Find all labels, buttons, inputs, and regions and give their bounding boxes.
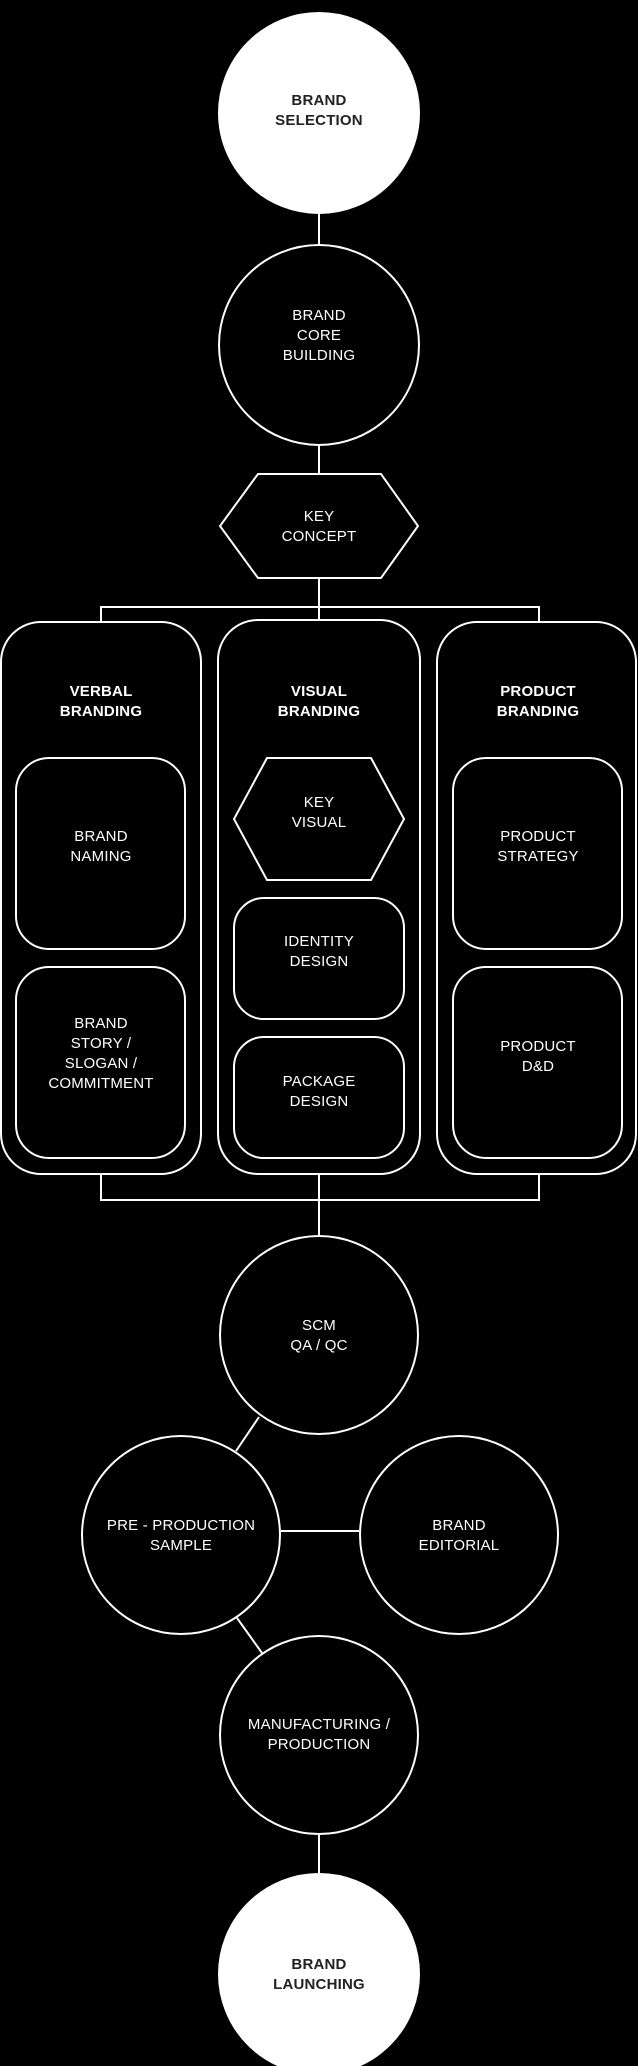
brand-core-building-label: BRAND CORE BUILDING — [282, 307, 356, 364]
brand-selection-label: BRAND SELECTION — [275, 92, 363, 129]
connector — [235, 1416, 260, 1452]
identity-design-label: IDENTITY DESIGN — [284, 933, 354, 970]
visual-branding-title: VISUAL BRANDING — [277, 683, 361, 720]
brand-naming-box — [15, 757, 186, 950]
brand-core-building-node — [218, 244, 420, 446]
connector — [236, 1617, 263, 1654]
brand-launching-node — [218, 1873, 420, 2066]
brand-story-box — [15, 966, 186, 1159]
branch-connector-top — [100, 606, 540, 622]
product-branding-title: PRODUCT BRANDING — [496, 683, 580, 720]
brand-launching-label: BRAND LAUNCHING — [273, 1956, 365, 1993]
scm-node — [219, 1235, 419, 1435]
pre-production-node — [81, 1435, 281, 1635]
brand-story-label: BRAND STORY / SLOGAN / COMMITMENT — [48, 1015, 154, 1092]
product-branding-column — [436, 621, 637, 1175]
product-dd-box — [452, 966, 623, 1159]
brand-naming-label: BRAND NAMING — [70, 828, 132, 865]
product-dd-label: PRODUCT D&D — [500, 1038, 576, 1075]
brand-selection-node — [218, 12, 420, 214]
key-visual-label: KEY VISUAL — [291, 794, 347, 831]
manufacturing-label: MANUFACTURING / PRODUCTION — [247, 1716, 391, 1753]
product-strategy-label: PRODUCT STRATEGY — [497, 828, 579, 865]
brand-editorial-label: BRAND EDITORIAL — [418, 1517, 500, 1554]
manufacturing-node — [219, 1635, 419, 1835]
brand-editorial-node — [359, 1435, 559, 1635]
verbal-branding-title: VERBAL BRANDING — [59, 683, 143, 720]
key-concept-hexagon — [218, 473, 420, 579]
key-visual-hexagon — [232, 757, 406, 881]
identity-design-box — [233, 897, 405, 1020]
pre-production-label: PRE - PRODUCTION SAMPLE — [106, 1517, 256, 1554]
verbal-branding-column — [0, 621, 202, 1175]
package-design-label: PACKAGE DESIGN — [282, 1073, 356, 1110]
key-concept-label: KEY CONCEPT — [281, 508, 357, 545]
scm-label: SCM QA / QC — [290, 1317, 348, 1354]
product-strategy-box — [452, 757, 623, 950]
package-design-box — [233, 1036, 405, 1159]
